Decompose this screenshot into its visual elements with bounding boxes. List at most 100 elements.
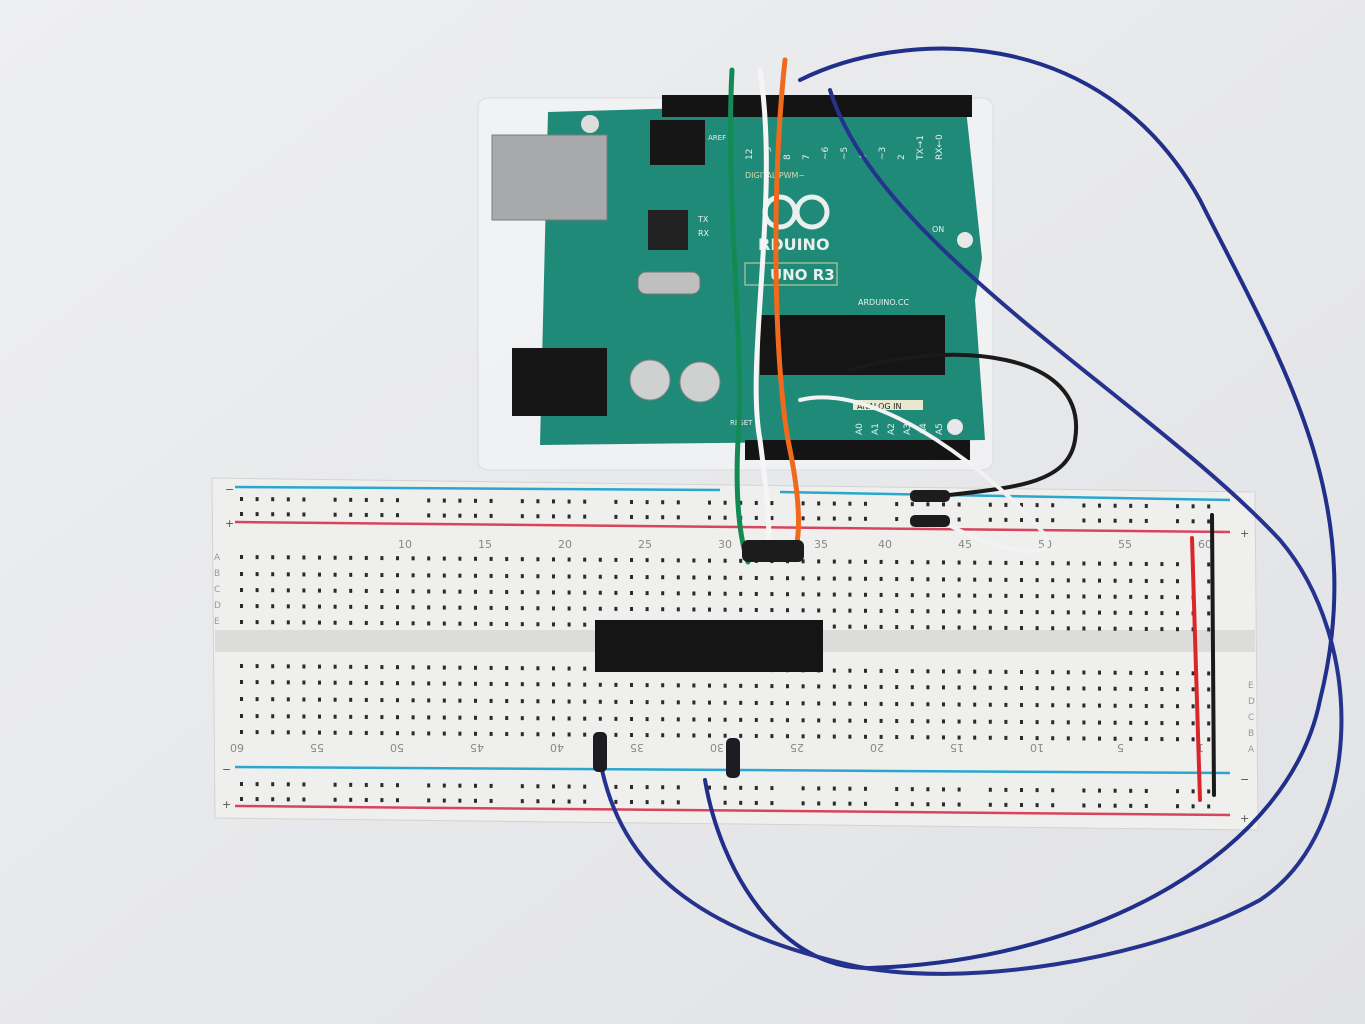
hole[interactable] <box>1020 626 1023 630</box>
hole[interactable] <box>318 730 321 735</box>
rail-hole[interactable] <box>552 499 555 504</box>
hole[interactable] <box>614 716 618 721</box>
hole[interactable] <box>832 592 836 597</box>
hole[interactable] <box>926 735 930 740</box>
hole[interactable] <box>552 606 555 611</box>
hole[interactable] <box>786 684 789 689</box>
rail-hole[interactable] <box>1051 803 1055 808</box>
rail-hole[interactable] <box>458 783 462 788</box>
hole[interactable] <box>723 700 727 705</box>
rail-hole[interactable] <box>942 502 945 507</box>
hole[interactable] <box>1066 626 1070 631</box>
hole[interactable] <box>474 665 477 670</box>
hole[interactable] <box>973 593 977 598</box>
hole[interactable] <box>770 718 774 723</box>
hole[interactable] <box>396 715 399 720</box>
rail-hole[interactable] <box>832 801 836 806</box>
rail-hole[interactable] <box>1191 504 1195 509</box>
wire-green[interactable] <box>727 67 751 565</box>
hole[interactable] <box>864 668 867 673</box>
hole[interactable] <box>957 577 961 582</box>
hole[interactable] <box>879 684 883 689</box>
hole[interactable] <box>817 684 821 689</box>
hole[interactable] <box>676 717 680 722</box>
hole[interactable] <box>973 735 977 740</box>
rail-hole[interactable] <box>567 514 571 519</box>
hole[interactable] <box>1207 737 1211 742</box>
hole[interactable] <box>942 719 945 724</box>
hole[interactable] <box>1098 686 1101 691</box>
hole[interactable] <box>286 680 290 685</box>
hole[interactable] <box>848 592 852 597</box>
hole[interactable] <box>536 716 540 721</box>
rail-hole[interactable] <box>770 786 774 791</box>
hole[interactable] <box>552 574 555 579</box>
hole[interactable] <box>552 666 555 671</box>
rail-hole[interactable] <box>1129 803 1133 808</box>
rail-hole[interactable] <box>442 798 446 803</box>
hole[interactable] <box>240 730 243 734</box>
hole[interactable] <box>567 732 571 737</box>
hole[interactable] <box>1098 578 1101 583</box>
hole[interactable] <box>380 589 384 594</box>
rail-hole[interactable] <box>1051 518 1055 523</box>
hole[interactable] <box>942 560 945 565</box>
hole[interactable] <box>895 719 899 724</box>
rail-hole[interactable] <box>240 797 243 801</box>
rail-hole[interactable] <box>754 785 758 790</box>
rail-hole[interactable] <box>1207 504 1211 509</box>
hole[interactable] <box>848 718 852 723</box>
hole[interactable] <box>801 576 805 581</box>
hole[interactable] <box>630 558 633 562</box>
hole[interactable] <box>1051 610 1055 615</box>
hole[interactable] <box>1082 736 1086 741</box>
hole[interactable] <box>286 604 290 609</box>
hole[interactable] <box>1004 593 1008 598</box>
rail-hole[interactable] <box>552 799 555 804</box>
hole[interactable] <box>832 718 836 723</box>
hole[interactable] <box>1051 736 1055 741</box>
hole[interactable] <box>1004 735 1008 740</box>
hole[interactable] <box>1207 687 1211 692</box>
rail-hole[interactable] <box>1004 802 1008 807</box>
hole[interactable] <box>848 576 852 581</box>
hole[interactable] <box>474 589 477 594</box>
hole[interactable] <box>988 593 992 598</box>
hole[interactable] <box>1176 611 1179 616</box>
hole[interactable] <box>333 555 337 560</box>
hole[interactable] <box>973 577 977 582</box>
hole[interactable] <box>520 682 524 687</box>
hole[interactable] <box>318 572 321 577</box>
hole[interactable] <box>910 625 914 630</box>
hole[interactable] <box>988 735 992 740</box>
hole[interactable] <box>942 735 945 740</box>
hole[interactable] <box>1113 686 1117 691</box>
rail-hole[interactable] <box>1207 804 1211 809</box>
rail-hole[interactable] <box>895 502 899 507</box>
hole[interactable] <box>442 621 446 626</box>
hole[interactable] <box>832 608 836 613</box>
rail-hole[interactable] <box>895 802 899 807</box>
hole[interactable] <box>505 606 509 611</box>
rail-hole[interactable] <box>1020 788 1023 792</box>
wire-white[interactable] <box>753 67 772 553</box>
rail-hole[interactable] <box>942 802 945 807</box>
hole[interactable] <box>926 685 930 690</box>
rail-hole[interactable] <box>723 800 727 805</box>
hole[interactable] <box>1160 595 1164 600</box>
rail-hole[interactable] <box>1144 803 1148 808</box>
rail-hole[interactable] <box>271 782 275 787</box>
hole[interactable] <box>630 700 633 704</box>
rail-hole[interactable] <box>302 497 306 502</box>
rail-hole[interactable] <box>567 499 571 504</box>
hole[interactable] <box>1035 703 1039 708</box>
hole[interactable] <box>754 700 758 705</box>
hole[interactable] <box>614 699 618 704</box>
hole[interactable] <box>380 605 384 610</box>
hole[interactable] <box>1004 609 1008 614</box>
hole[interactable] <box>692 683 696 688</box>
hole[interactable] <box>864 734 867 739</box>
hole[interactable] <box>942 685 945 690</box>
rail-hole[interactable] <box>817 801 821 806</box>
rail-hole[interactable] <box>552 784 555 789</box>
